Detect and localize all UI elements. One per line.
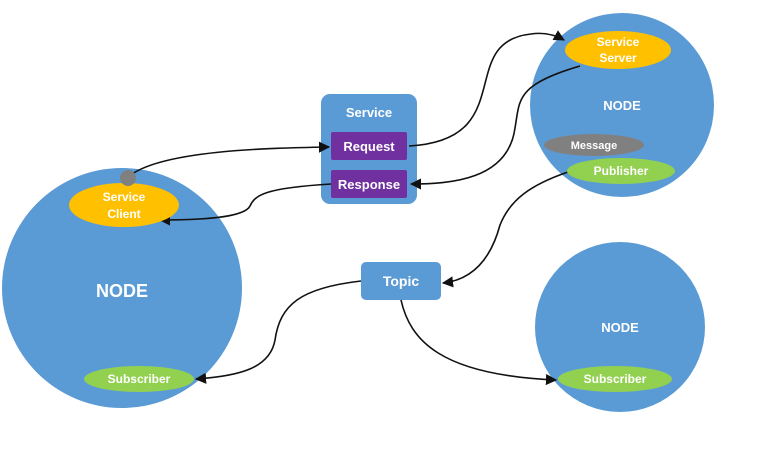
- request-arrow: [127, 141, 331, 178]
- response-arrow: [158, 183, 332, 226]
- left-subscriber-label: Subscriber: [108, 372, 171, 386]
- service-client: [69, 183, 179, 227]
- service-title: Service: [346, 105, 392, 120]
- right-subscriber: [558, 366, 672, 392]
- topic-to-left-subscriber-arrow: [194, 280, 362, 384]
- service-server-label-line1: Service: [597, 35, 640, 49]
- client-port: [120, 170, 136, 186]
- service-client-label-line1: Service: [103, 190, 146, 204]
- request-label: Request: [343, 139, 395, 154]
- service-client-label-line2: Client: [107, 207, 140, 221]
- bottom-right-node-label: NODE: [601, 320, 639, 335]
- message: [544, 134, 644, 156]
- topic-box: [361, 262, 441, 300]
- response-label: Response: [338, 177, 400, 192]
- topic-label: Topic: [383, 273, 420, 289]
- top-right-node-label: NODE: [603, 98, 641, 113]
- server-response-arrow: [409, 65, 581, 190]
- left-subscriber: [84, 366, 194, 392]
- response-box: [331, 170, 407, 198]
- server-request-arrow: [408, 30, 565, 147]
- publisher-label: Publisher: [594, 164, 649, 178]
- right-subscriber-label: Subscriber: [584, 372, 647, 386]
- topic-to-right-subscriber-arrow: [400, 299, 558, 386]
- service-server-label-line2: Server: [599, 51, 637, 65]
- message-label: Message: [571, 140, 617, 152]
- left-node: [2, 168, 242, 408]
- left-node-label: NODE: [96, 281, 148, 301]
- service-server: [565, 31, 671, 69]
- request-box: [331, 132, 407, 160]
- publish-arrow: [441, 171, 569, 288]
- publisher: [567, 158, 675, 184]
